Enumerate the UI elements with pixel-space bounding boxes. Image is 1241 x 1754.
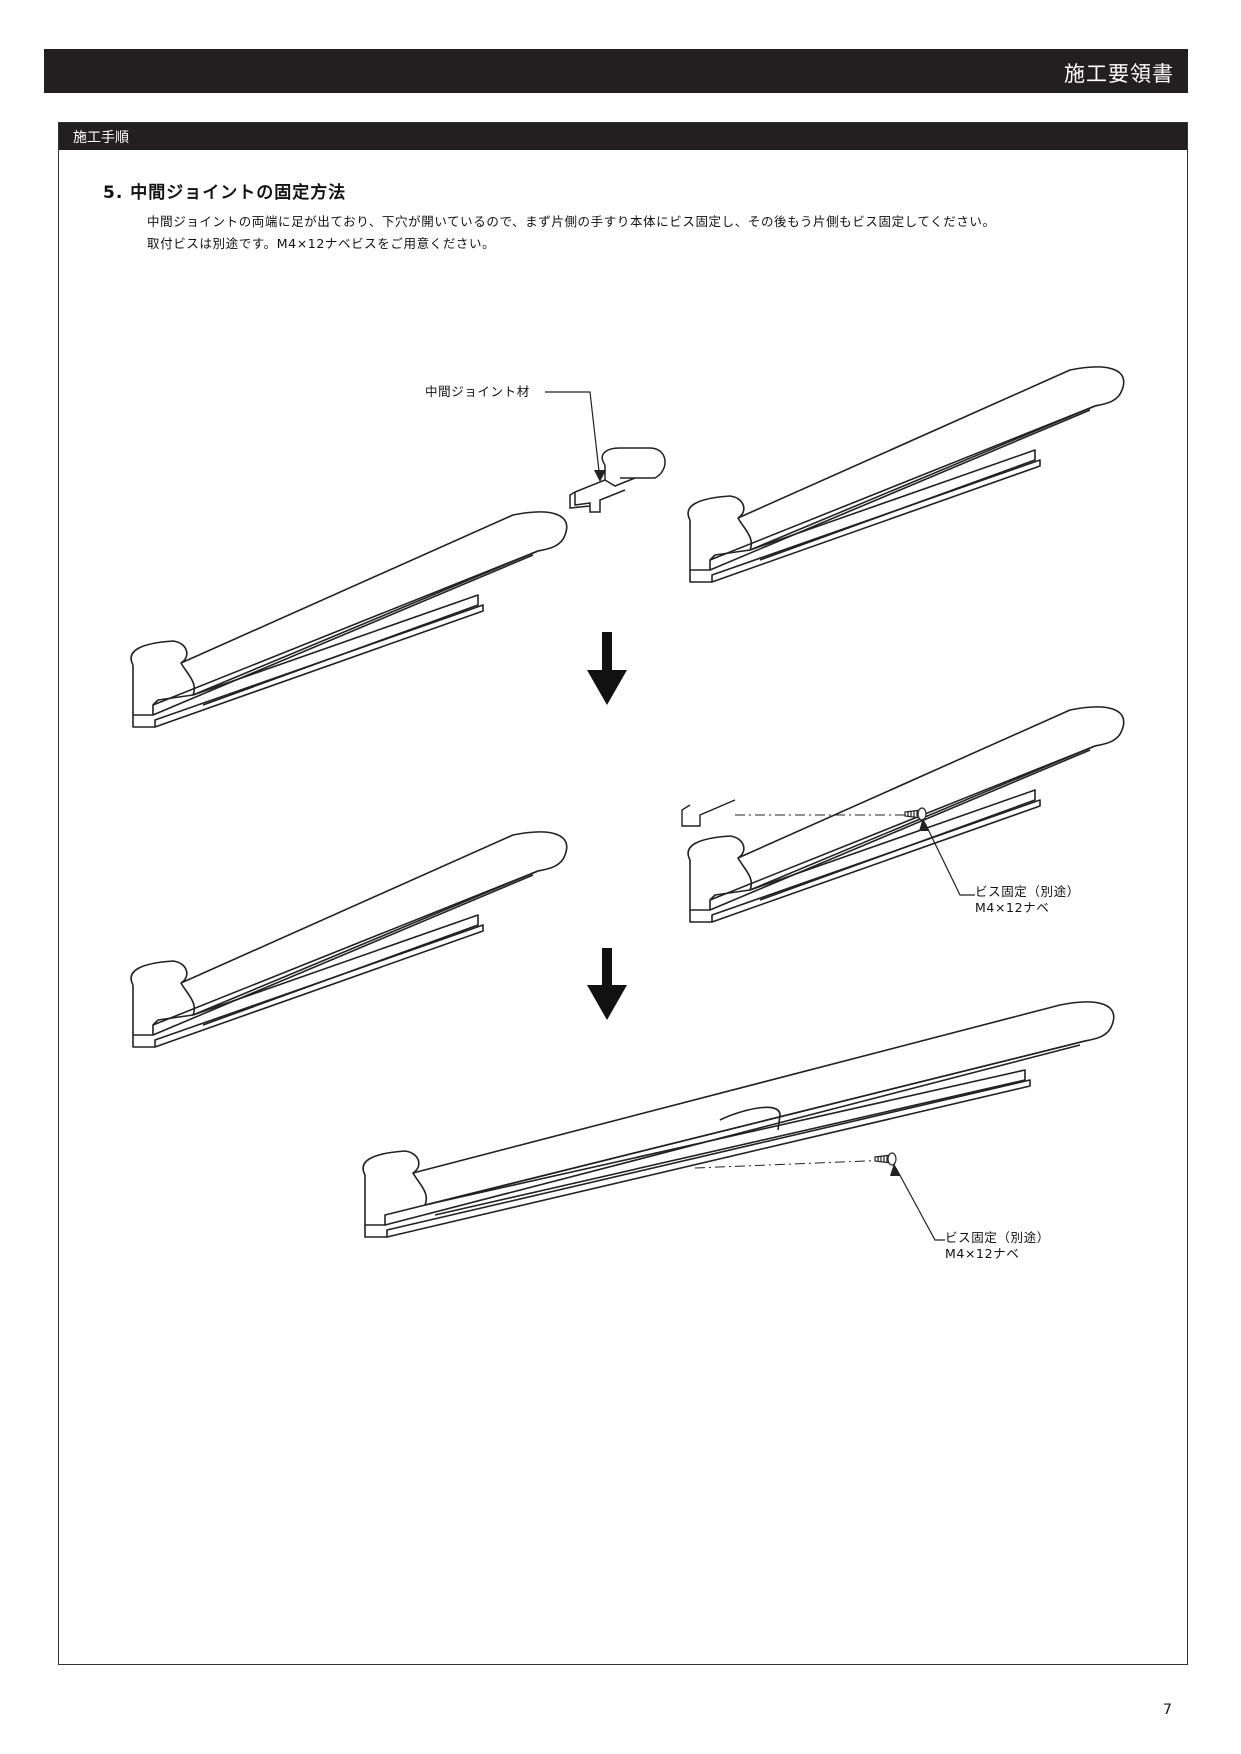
section-label: 施工手順 (73, 130, 129, 146)
rail-left-2 (130, 831, 568, 1048)
rail-right-1 (687, 366, 1125, 583)
down-arrow-icon (587, 948, 627, 1020)
step-heading: 5. 中間ジョイントの固定方法 (103, 183, 347, 203)
screw-callout-1-line2: M4×12ナベ (975, 900, 1050, 915)
rail-joined (362, 1001, 1115, 1238)
screw-callout-1-line1: ビス固定（別途） (975, 884, 1080, 899)
content-frame: 施工手順 (58, 122, 1188, 1665)
joint-callout-label: 中間ジョイント材 (425, 384, 530, 399)
step-description-line1: 中間ジョイントの両端に足が出ており、下穴が開いているので、まず片側の手すり本体に… (147, 214, 996, 229)
screw-callout-2-line1: ビス固定（別途） (945, 1230, 1050, 1245)
document-title: 施工要領書 (1064, 62, 1174, 86)
screw-axis-line-2 (694, 1159, 891, 1169)
page-number: 7 (1163, 1702, 1172, 1718)
rail-left-1 (130, 511, 568, 728)
header-bar: 施工要領書 (44, 49, 1188, 93)
screw-icon (874, 1152, 897, 1166)
step-description-line2: 取付ビスは別途です。M4×12ナベビスをご用意ください。 (147, 236, 496, 251)
screw-callout-1: ビス固定（別途） M4×12ナベ (975, 884, 1080, 916)
down-arrow-icon (587, 632, 627, 705)
joint-leader-line (545, 391, 601, 481)
screw-callout-2: ビス固定（別途） M4×12ナベ (945, 1230, 1050, 1262)
joint-attached-right (681, 799, 736, 827)
joint-leader-arrowhead (594, 470, 606, 482)
joint-piece (569, 447, 666, 513)
screw-callout-2-line2: M4×12ナベ (945, 1246, 1020, 1261)
screw-leader-line-2 (895, 1167, 945, 1241)
screw-leader-line-1 (924, 822, 975, 896)
screw-leader-arrowhead-2 (890, 1163, 900, 1176)
screw-leader-arrowhead-1 (919, 818, 929, 831)
section-bar: 施工手順 (59, 123, 1187, 150)
